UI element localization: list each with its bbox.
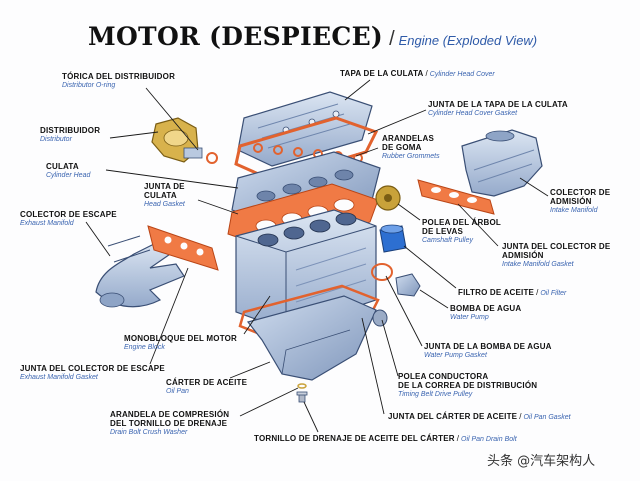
distributor-o-ring bbox=[206, 152, 218, 164]
intake-manifold bbox=[461, 129, 543, 197]
label-oil-pan-gasket: JUNTA DEL CÁRTER DE ACEITE/Oil Pan Gaske… bbox=[388, 412, 571, 421]
diagram-title: MOTOR (DESPIECE)/Engine (Exploded View) bbox=[88, 22, 537, 51]
label-exhaust-manifold-gasket: JUNTA DEL COLECTOR DE ESCAPE Exhaust Man… bbox=[20, 364, 165, 381]
distributor bbox=[151, 117, 203, 163]
leader-distributor bbox=[109, 131, 159, 139]
label-water-pump-gasket: JUNTA DE LA BOMBA DE AGUA Water Pump Gas… bbox=[424, 342, 552, 359]
leader-intake-manifold-gasket bbox=[457, 203, 499, 247]
exhaust-manifold-gasket bbox=[147, 225, 219, 271]
leader-water-pump-gasket bbox=[385, 275, 423, 347]
label-camshaft-pulley: POLEA DEL ÁRBOL DE LEVAS Camshaft Pulley bbox=[422, 218, 502, 244]
leader-drain-bolt bbox=[303, 401, 319, 433]
label-exhaust-manifold: COLECTOR DE ESCAPE Exhaust Manifold bbox=[20, 210, 117, 227]
leader-intake-manifold bbox=[519, 177, 549, 197]
drain-crush-washer bbox=[297, 383, 307, 389]
leader-engine-block bbox=[243, 295, 271, 335]
leader-drain-crush-washer bbox=[239, 387, 299, 417]
label-engine-block: MONOBLOQUE DEL MOTOR Engine Block bbox=[124, 334, 238, 351]
label-head-cover-gasket: JUNTA DE LA TAPA DE LA CULATA Cylinder H… bbox=[428, 100, 568, 117]
label-intake-manifold: COLECTOR DE ADMISIÓN Intake Manifold bbox=[550, 188, 611, 214]
oil-pan bbox=[246, 295, 377, 381]
leader-lines bbox=[85, 79, 549, 433]
water-pump-gasket bbox=[371, 263, 393, 281]
leader-head-cover-gasket bbox=[367, 109, 427, 135]
leader-rubber-grommets bbox=[355, 147, 379, 157]
label-drain-bolt: TORNILLO DE DRENAJE DE ACEITE DEL CÁRTER… bbox=[254, 434, 517, 443]
label-water-pump: BOMBA DE AGUA Water Pump bbox=[450, 304, 522, 321]
source-watermark: 头条 @汽车架构人 bbox=[487, 454, 596, 469]
title-separator: / bbox=[389, 28, 395, 50]
label-distributor: DISTRIBUIDOR Distributor bbox=[40, 126, 101, 143]
leader-oil-filter bbox=[403, 245, 457, 289]
leader-exhaust-manifold-gasket bbox=[149, 267, 189, 365]
label-intake-manifold-gasket: JUNTA DEL COLECTOR DE ADMISIÓN Intake Ma… bbox=[502, 242, 611, 268]
intake-manifold-gasket bbox=[417, 179, 495, 215]
drain-bolt bbox=[296, 391, 308, 403]
timing-belt-drive-pulley bbox=[372, 309, 388, 327]
leader-water-pump bbox=[419, 289, 449, 309]
label-head-cover: TAPA DE LA CULATA/Cylinder Head Cover bbox=[340, 69, 495, 78]
label-timing-belt-drive-pulley: POLEA CONDUCTORA DE LA CORREA DE DISTRIB… bbox=[398, 372, 538, 398]
leader-head-cover bbox=[344, 79, 371, 101]
leader-head-gasket bbox=[197, 199, 239, 215]
camshaft-pulley bbox=[375, 185, 401, 211]
leader-distributor-o-ring bbox=[145, 87, 199, 151]
label-oil-pan: CÁRTER DE ACEITE Oil Pan bbox=[166, 378, 248, 395]
leader-oil-pan bbox=[229, 361, 271, 379]
leader-camshaft-pulley bbox=[397, 203, 421, 221]
label-cylinder-head: CULATA Cylinder Head bbox=[46, 162, 91, 179]
leader-exhaust-manifold bbox=[85, 221, 111, 257]
leader-oil-pan-gasket bbox=[361, 317, 385, 415]
label-distributor-o-ring: TÓRICA DEL DISTRIBUIDOR Distributor O-ri… bbox=[62, 72, 176, 89]
label-rubber-grommets: ARANDELAS DE GOMA Rubber Grommets bbox=[382, 134, 440, 160]
leader-cylinder-head bbox=[105, 169, 239, 189]
label-oil-filter: FILTRO DE ACEITE/Oil Filter bbox=[458, 288, 567, 297]
label-drain-crush-washer: ARANDELA DE COMPRESIÓN DEL TORNILLO DE D… bbox=[110, 410, 230, 436]
title-english: Engine (Exploded View) bbox=[398, 33, 538, 48]
water-pump bbox=[395, 273, 421, 297]
leader-timing-belt-drive-pulley bbox=[381, 319, 399, 377]
oil-filter bbox=[379, 224, 407, 253]
title-spanish: MOTOR (DESPIECE) bbox=[88, 22, 384, 51]
exhaust-manifold bbox=[95, 235, 185, 308]
label-head-gasket: JUNTA DE CULATA Head Gasket bbox=[144, 182, 185, 208]
